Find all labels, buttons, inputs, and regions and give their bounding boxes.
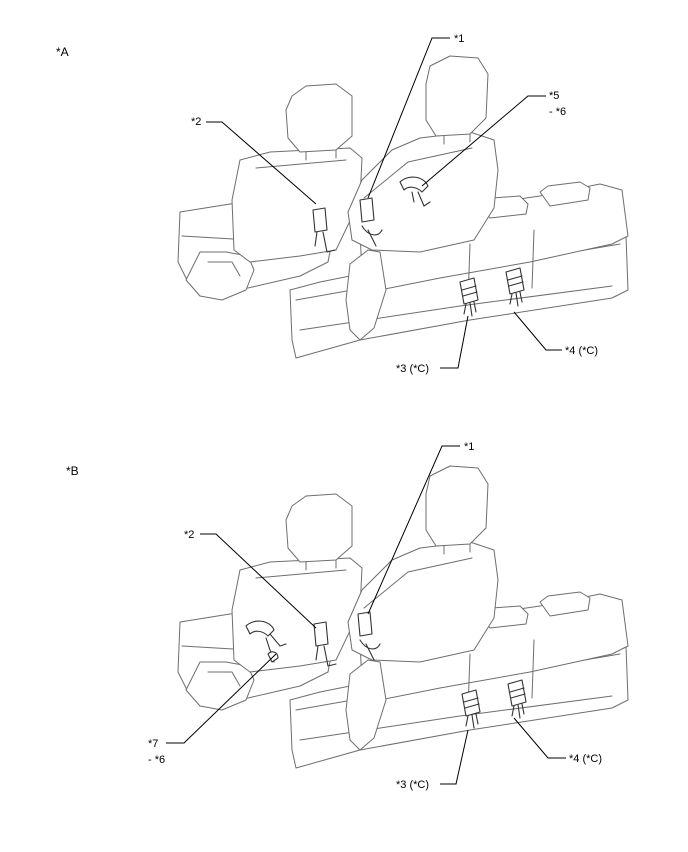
callout-4-a: *4 (*C): [565, 345, 598, 357]
callout-1-b: *1: [464, 441, 474, 453]
buckle-2-a: [312, 207, 336, 253]
callout-3-a: *3 (*C): [396, 363, 429, 375]
leader-lines-b: [166, 445, 566, 785]
retractor-1-a: [359, 197, 383, 247]
belt-guide-7-b: [245, 620, 287, 663]
panel-b: *B: [66, 441, 629, 791]
callout-1-a: *1: [454, 33, 464, 45]
panel-a: *A *1: [56, 33, 629, 375]
retractor-1-b: [357, 611, 381, 661]
callout-5-a: *5: [549, 90, 559, 102]
view-label-b: *B: [66, 464, 79, 478]
callout-2-b: *2: [184, 529, 194, 541]
callout-3-b: *3 (*C): [396, 779, 429, 791]
callout-7-b: *7: [148, 738, 158, 750]
buckle-2-b: [313, 621, 337, 667]
callout-6-a: - *6: [549, 106, 566, 118]
belt-guide-5-a: [399, 176, 431, 207]
leader-lines-a: [206, 37, 562, 369]
callout-4-b: *4 (*C): [569, 753, 602, 765]
callout-2-a: *2: [191, 116, 201, 128]
seat-assembly-b: [177, 465, 629, 769]
callout-6-b: - *6: [148, 754, 165, 766]
seat-assembly-a: [177, 55, 629, 359]
view-label-a: *A: [56, 45, 69, 59]
